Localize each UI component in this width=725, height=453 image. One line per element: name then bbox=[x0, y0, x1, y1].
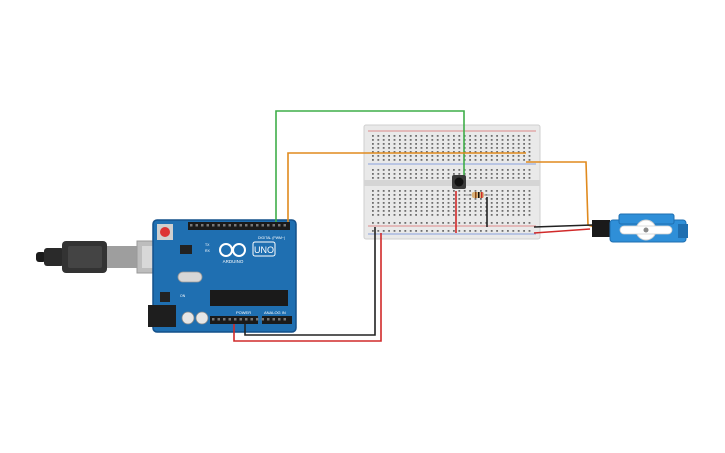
tx-label: TX bbox=[205, 243, 210, 247]
power-label: POWER bbox=[236, 310, 251, 315]
black-wire-servo bbox=[533, 224, 593, 228]
arduino-uno-board[interactable]: UNO ARDUINO DIGITAL (PWM~) POWER ANALOG … bbox=[148, 219, 297, 333]
arduino-logo bbox=[219, 243, 246, 257]
breadboard-holes[interactable] bbox=[372, 135, 531, 232]
on-label: ON bbox=[180, 294, 186, 298]
brand-label: ARDUINO bbox=[223, 259, 244, 264]
black-wire-ground bbox=[244, 227, 376, 336]
digital-label: DIGITAL (PWM~) bbox=[258, 236, 285, 240]
push-button[interactable] bbox=[452, 175, 466, 189]
resistor[interactable] bbox=[466, 192, 490, 198]
orange-wire-board bbox=[287, 152, 526, 222]
power-jack[interactable] bbox=[148, 305, 176, 327]
servo-motor[interactable] bbox=[592, 213, 688, 243]
analog-label: ANALOG IN bbox=[264, 310, 286, 315]
red-wire-servo bbox=[533, 228, 591, 234]
red-wire-power bbox=[233, 233, 382, 342]
model-label: UNO bbox=[254, 245, 274, 255]
analog-header[interactable] bbox=[262, 316, 292, 324]
servo-connector[interactable] bbox=[592, 220, 610, 237]
wires[interactable] bbox=[233, 110, 599, 342]
atmega-chip bbox=[210, 290, 288, 306]
digital-header[interactable] bbox=[188, 222, 290, 230]
green-wire bbox=[275, 110, 465, 222]
rx-label: RX bbox=[205, 249, 211, 253]
